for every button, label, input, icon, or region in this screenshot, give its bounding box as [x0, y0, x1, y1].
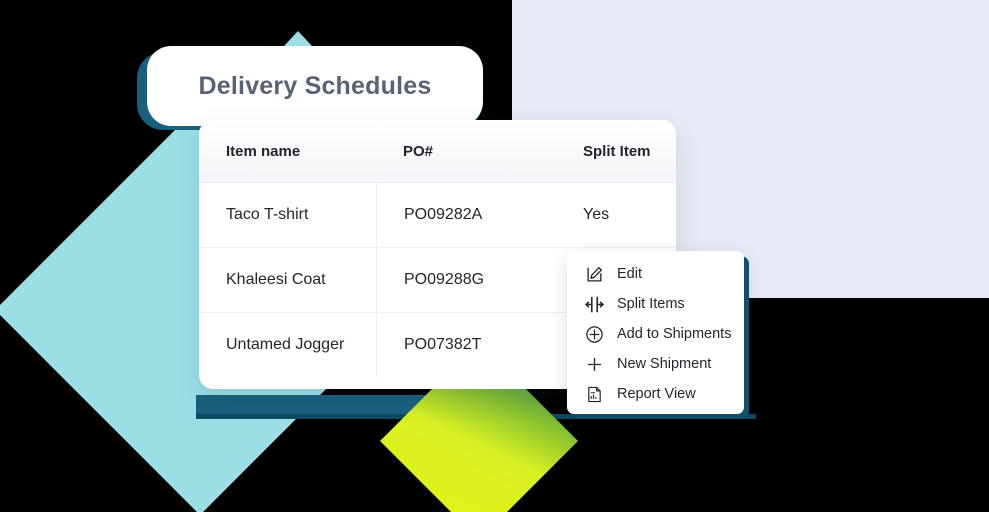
- table-header-row: Item name PO# Split Item: [199, 120, 676, 183]
- menu-item-split-items[interactable]: Split Items: [567, 289, 744, 319]
- cell-po: PO07382T: [376, 313, 556, 377]
- menu-item-label: Add to Shipments: [617, 326, 732, 342]
- circle-plus-icon: [583, 323, 605, 345]
- column-header-item-name: Item name: [226, 142, 301, 160]
- menu-item-add-to-shipments[interactable]: Add to Shipments: [567, 319, 744, 349]
- menu-item-label: Report View: [617, 386, 696, 402]
- cell-split-item: Yes: [583, 206, 610, 223]
- split-items-icon: [583, 293, 605, 315]
- table-row[interactable]: Untamed Jogger PO07382T: [199, 313, 676, 377]
- plus-icon: [583, 353, 605, 375]
- cell-item-name: Untamed Jogger: [226, 336, 345, 353]
- row-actions-context-menu: Edit Split Items: [567, 251, 744, 414]
- menu-item-report-view[interactable]: Report View: [567, 379, 744, 409]
- cell-po: PO09282A: [376, 183, 556, 247]
- cell-po: PO09288G: [376, 248, 556, 312]
- edit-pencil-square-icon: [583, 263, 605, 285]
- menu-item-label: Split Items: [617, 296, 685, 312]
- column-header-po: PO#: [403, 142, 434, 160]
- title-card: Delivery Schedules: [147, 46, 483, 126]
- menu-item-label: New Shipment: [617, 356, 712, 372]
- menu-item-label: Edit: [617, 266, 642, 282]
- column-header-split-item: Split Item: [583, 142, 651, 160]
- cell-item-name: Taco T-shirt: [226, 206, 309, 223]
- cell-item-name: Khaleesi Coat: [226, 271, 326, 288]
- page-title: Delivery Schedules: [198, 71, 432, 100]
- menu-item-new-shipment[interactable]: New Shipment: [567, 349, 744, 379]
- table-row[interactable]: Khaleesi Coat PO09288G: [199, 248, 676, 313]
- report-document-icon: [583, 383, 605, 405]
- table-row[interactable]: Taco T-shirt PO09282A Yes: [199, 183, 676, 248]
- menu-item-edit[interactable]: Edit: [567, 259, 744, 289]
